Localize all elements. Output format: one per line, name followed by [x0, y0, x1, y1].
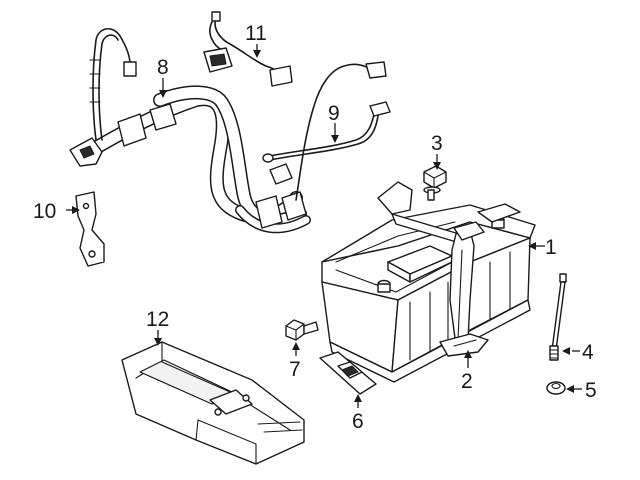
- callout-10: 10: [33, 200, 56, 223]
- callout-2: 2: [461, 370, 473, 393]
- cable-9: [262, 61, 391, 201]
- bolt-3: [423, 165, 447, 201]
- callout-6: 6: [352, 410, 364, 433]
- hold-down-rod: [549, 273, 567, 361]
- callout-leaders: [66, 44, 582, 408]
- callout-4: 4: [582, 341, 594, 364]
- main-cable-harness: [69, 28, 311, 234]
- battery-tray: [121, 341, 305, 465]
- callout-11: 11: [245, 22, 267, 45]
- hold-down-bracket: [377, 181, 489, 357]
- callout-9: 9: [328, 102, 340, 125]
- callout-7: 7: [289, 358, 301, 381]
- callout-8: 8: [157, 56, 169, 79]
- mount-bracket: [75, 191, 105, 267]
- nut-5: [546, 381, 566, 395]
- sensor-wire: [203, 11, 293, 87]
- screw-7: [285, 319, 319, 341]
- callout-3: 3: [431, 132, 443, 155]
- callout-labels: 1 2 3 4 5 6 7 8 9 10 11 12: [33, 22, 597, 433]
- callout-5: 5: [585, 379, 597, 402]
- clamp-bracket: [319, 351, 377, 395]
- callout-12: 12: [146, 308, 169, 331]
- callout-1: 1: [545, 236, 557, 259]
